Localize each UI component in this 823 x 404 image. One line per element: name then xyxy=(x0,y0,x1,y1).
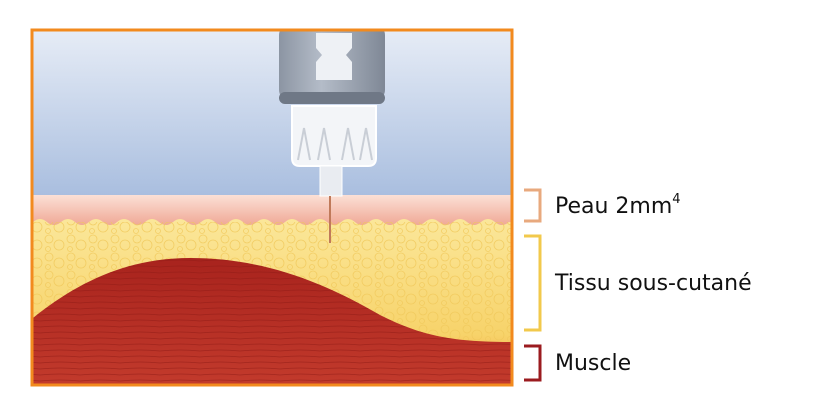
diagram-frame xyxy=(30,28,514,387)
muscle-bracket xyxy=(524,344,542,382)
skin-bracket xyxy=(524,188,542,223)
footnote-ref: 4 xyxy=(672,192,681,207)
skin-label: Peau 2mm4 xyxy=(555,192,681,219)
skin-layer xyxy=(33,195,511,225)
insulin-pen xyxy=(279,31,385,243)
air-region xyxy=(33,31,511,196)
subcutaneous-label: Tissu sous-cutané xyxy=(555,271,752,296)
subcutaneous-bracket xyxy=(524,234,542,332)
muscle-label: Muscle xyxy=(555,351,632,376)
